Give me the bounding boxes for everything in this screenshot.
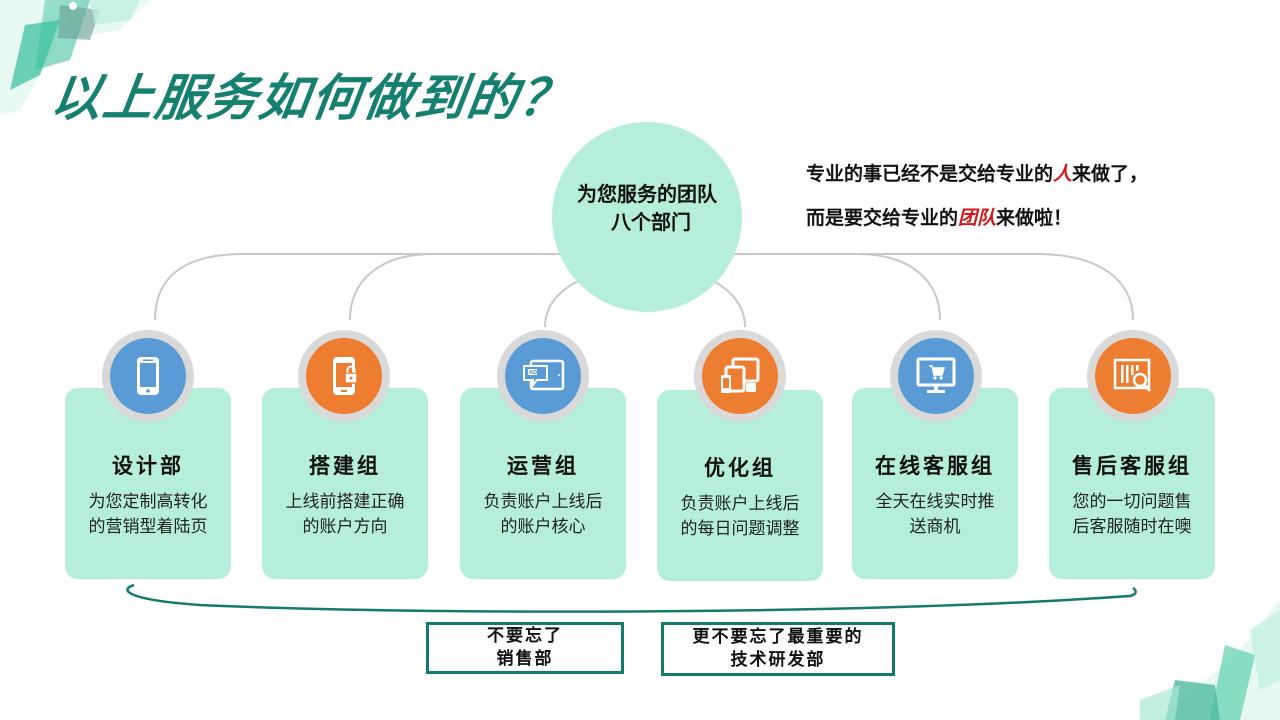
department-desc: 负责账户上线后 的账户核心 [460,490,626,540]
tagline-highlight-person: 人 [1053,163,1073,185]
icon-ring [102,330,194,422]
note-line-2: 技术研发部 [730,650,826,670]
desc-line: 负责账户上线后 [680,494,800,514]
desc-line: 为您定制高转化 [88,492,208,512]
icon-ring [298,330,390,422]
department-desc: 上线前搭建正确 的账户方向 [262,490,428,540]
icon-ring: AD [497,330,589,422]
desc-line: 的营销型着陆页 [88,517,208,537]
department-desc: 您的一切问题售 后客服随时在噢 [1049,490,1215,540]
department-desc: 负责账户上线后 的每日问题调整 [657,492,823,542]
tablet-ad-icon: AD [505,338,581,414]
desc-line: 上线前搭建正确 [285,492,405,512]
tagline-text: 来做啦！ [996,207,1073,229]
monitor-cart-icon [898,338,974,414]
desc-line: 送商机 [909,517,961,537]
hub-line-1: 为您服务的团队 [577,182,717,206]
tagline-text: 而是要交给专业的 [806,207,959,229]
icon-ring [890,330,982,422]
department-name: 运营组 [507,454,579,478]
desc-line: 全天在线实时推 [875,492,995,512]
desc-line: 负责账户上线后 [483,492,603,512]
note-rnd-department: 更不要忘了最重要的 技术研发部 [661,622,895,676]
desc-line: 的每日问题调整 [680,519,800,539]
note-line-1: 不要忘了 [487,626,563,646]
department-name: 售后客服组 [1072,454,1192,478]
hub-line-2: 八个部门 [611,210,691,234]
department-name: 搭建组 [309,454,381,478]
tagline: 专业的事已经不是交给专业的人来做了， 而是要交给专业的团队来做啦！ [806,152,1148,240]
multi-device-icon [702,338,778,414]
desc-line: 后客服随时在噢 [1072,517,1192,537]
department-name: 设计部 [112,454,184,478]
tagline-text: 专业的事已经不是交给专业的 [806,163,1054,185]
department-desc: 全天在线实时推 送商机 [852,490,1018,540]
phone-lock-icon [306,338,382,414]
desc-line: 您的一切问题售 [1072,492,1192,512]
note-sales-department: 不要忘了 销售部 [426,622,624,674]
note-line-2: 销售部 [496,649,554,669]
tagline-line-1: 专业的事已经不是交给专业的人来做了， [806,152,1148,196]
smartphone-icon [110,338,186,414]
department-name: 在线客服组 [875,454,995,478]
barcode-search-icon [1095,338,1171,414]
svg-text:AD: AD [529,370,537,376]
tagline-text: 来做了， [1072,163,1149,185]
desc-line: 的账户核心 [500,517,586,537]
department-desc: 为您定制高转化 的营销型着陆页 [65,490,231,540]
tagline-line-2: 而是要交给专业的团队来做啦！ [806,196,1148,240]
tagline-highlight-team: 团队 [958,207,997,229]
desc-line: 的账户方向 [302,517,388,537]
icon-ring [1087,330,1179,422]
icon-ring [694,330,786,422]
note-line-1: 更不要忘了最重要的 [692,627,864,647]
central-team-hub: 为您服务的团队 八个部门 [552,122,742,312]
department-name: 优化组 [704,456,776,480]
